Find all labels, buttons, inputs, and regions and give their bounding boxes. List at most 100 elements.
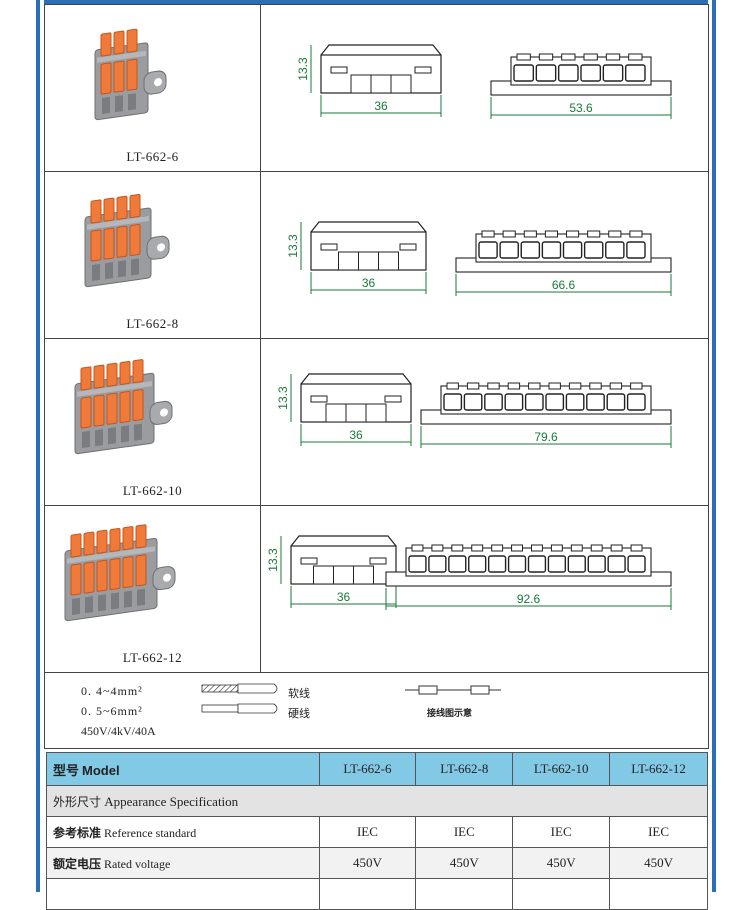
lever (119, 360, 131, 385)
lever-top (550, 544, 563, 552)
wire-slot (115, 95, 123, 113)
wire-slot (95, 429, 103, 447)
length-dim-label: 79.6 (534, 430, 558, 444)
solid-wire-icon (201, 704, 239, 713)
lever (106, 392, 118, 425)
pole-outline (607, 555, 626, 573)
lever-top (630, 544, 643, 552)
side-window (384, 395, 402, 403)
lever (132, 359, 144, 384)
pole-outline (408, 555, 427, 573)
pole-outline (499, 241, 519, 259)
side-window (369, 557, 387, 565)
side-window (310, 395, 328, 403)
lever-top (528, 382, 541, 390)
lever-top (605, 53, 621, 61)
side-window (300, 557, 318, 565)
pole-outline (487, 555, 507, 573)
lever-top (548, 382, 561, 390)
lever (106, 362, 118, 387)
model-caption: LT-662-10 (122, 483, 183, 498)
side-view: 13.336 (286, 221, 427, 294)
lever-top (502, 230, 516, 238)
pole-outline (627, 555, 646, 573)
lever-top (583, 53, 598, 61)
mount-hole (154, 78, 162, 87)
spec-value: IEC (609, 816, 708, 848)
front-view: 53.6 (490, 53, 672, 119)
lever (109, 557, 121, 590)
wire-slot (102, 96, 110, 115)
wire-slot (111, 592, 119, 610)
lever-top (570, 544, 583, 552)
pole-outline (443, 393, 463, 411)
lever-top (629, 230, 643, 238)
lever (96, 559, 108, 592)
spec-row: 额定电压 Rated voltage 450V 450V 450V 450V (46, 847, 708, 879)
connector-photo (84, 193, 170, 288)
pole-outline (513, 64, 535, 82)
lever (80, 396, 92, 429)
side-top (310, 221, 427, 233)
model-cell: LT-662-8 (415, 752, 514, 786)
lever-top (531, 544, 543, 552)
length-dim-label: 66.6 (552, 278, 576, 292)
spec-row: 参考标准 Reference standard IEC IEC IEC IEC (46, 816, 708, 848)
side-window (414, 66, 432, 74)
lever (129, 193, 141, 218)
divider-ridge (77, 381, 152, 397)
model-cell: LT-662-6 (318, 752, 417, 786)
appearance-label: 外形尺寸 Appearance Specification (46, 785, 708, 817)
lever (129, 223, 141, 256)
lever (93, 364, 105, 389)
model-cell: LT-662-12 (609, 752, 708, 786)
lever (135, 524, 147, 549)
pole-outline (562, 241, 583, 259)
side-top (320, 44, 442, 56)
pole-outline (547, 555, 567, 573)
lever (116, 225, 128, 258)
lever-top (566, 230, 580, 238)
mount-hole (163, 573, 171, 582)
dimension-drawing: 13.336 66.6 (286, 221, 672, 296)
side-window (320, 243, 338, 251)
side-slots (313, 565, 374, 585)
lever-top (466, 382, 480, 390)
pole-outline (535, 64, 557, 82)
lever (135, 554, 147, 587)
front-view: 79.6 (420, 382, 672, 448)
width-dim-label: 36 (362, 276, 376, 290)
lever (126, 28, 138, 53)
pole-outline (567, 555, 586, 573)
product-photo-cell: LT-662-12 (45, 506, 261, 672)
lever (132, 389, 144, 422)
pole-outline (478, 241, 498, 259)
pole-outline (580, 64, 602, 82)
lever (103, 197, 115, 222)
side-view: 13.336 (296, 44, 442, 117)
hard-wire-label: 硬线 (288, 707, 310, 720)
stranded-wire-icon (201, 684, 239, 693)
lever (90, 229, 102, 262)
wire-slot (131, 258, 139, 276)
spec-label: 额定电压 Rated voltage (46, 847, 320, 879)
spec-value: IEC (318, 816, 417, 848)
wire-slot (118, 260, 126, 278)
height-dim-label: 13.3 (276, 386, 290, 410)
product-photo-cell: LT-662-6 (45, 5, 261, 171)
side-slots (338, 251, 399, 271)
lever-top (523, 230, 537, 238)
wire-slot (124, 590, 132, 608)
spec-label: 参考标准 Reference standard (46, 816, 320, 848)
wire-slot (85, 596, 93, 614)
lever-top (628, 53, 643, 61)
side-top (290, 535, 397, 547)
pole-outline (605, 241, 625, 259)
pole-outline (524, 393, 544, 411)
dimension-drawing: 13.336 53.6 (296, 44, 672, 119)
lever (83, 561, 95, 594)
